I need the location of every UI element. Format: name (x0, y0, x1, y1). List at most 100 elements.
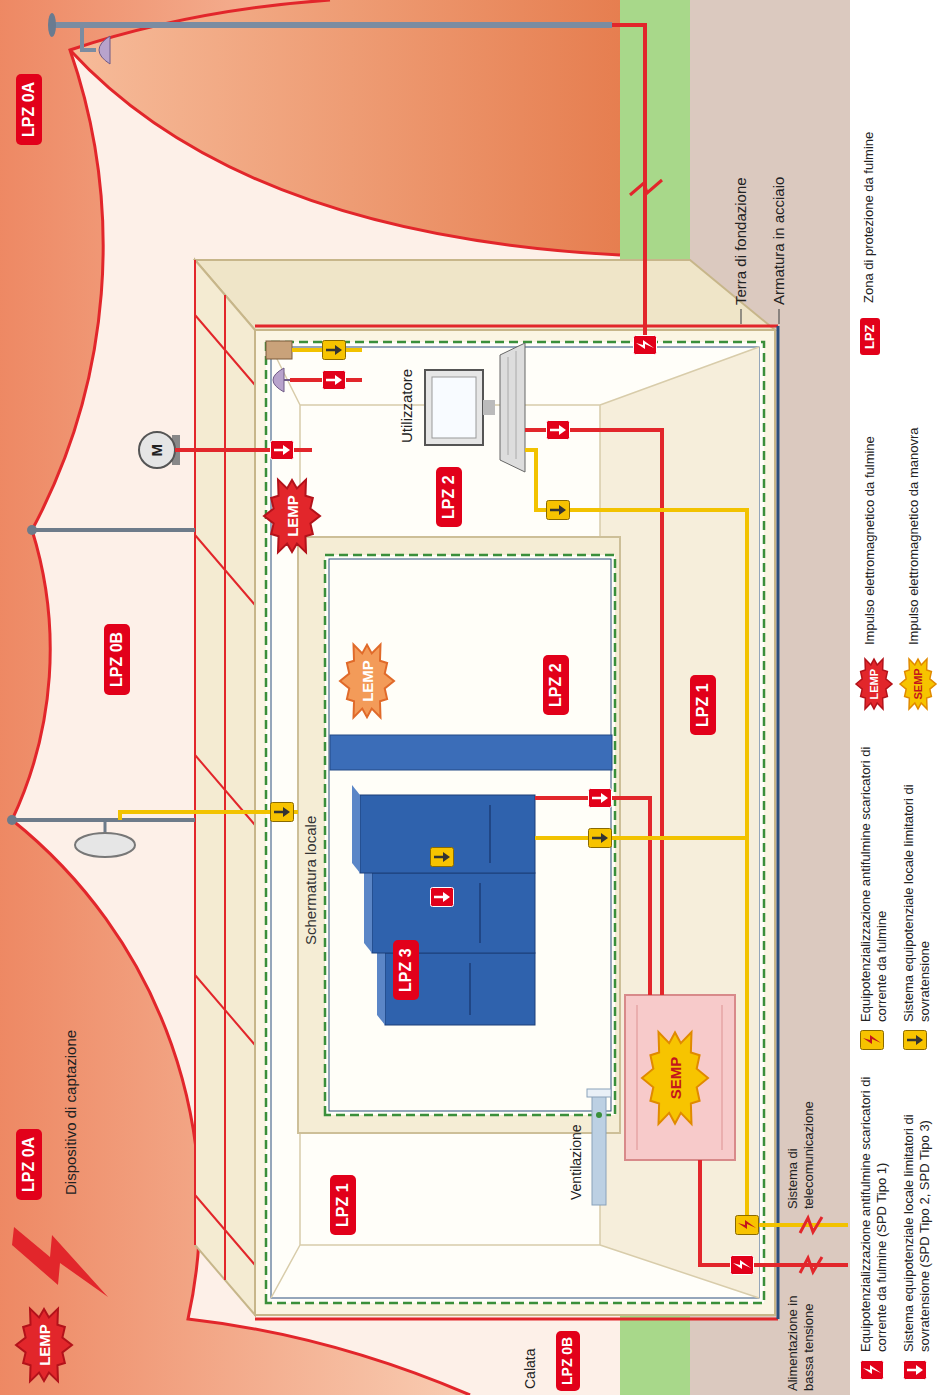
legend-spd-icon (903, 1360, 927, 1380)
surge-protective-devices (547, 501, 570, 520)
surge-protective-devices (271, 441, 294, 460)
legend-spd-icon (860, 1030, 884, 1050)
legend-spd-symbol (861, 1031, 884, 1050)
outdoor-devices (273, 368, 284, 392)
zone-label: LPZ 0A (20, 82, 37, 137)
zone-badge: LPZ 0A (16, 74, 42, 145)
impulse-label: LEMP (36, 1324, 53, 1366)
computer (508, 351, 516, 459)
local-shield (298, 537, 620, 1133)
local-shield-steel (329, 559, 611, 1111)
ventilation-grille (587, 1089, 611, 1097)
shield-room: Schermatura locale LEMP LPZ 3 LPZ 2 (298, 555, 615, 1115)
computer (483, 400, 495, 415)
legend-text: Impulso elettromagnetico da fulmine (862, 395, 878, 645)
zone-label: LPZ 2 (440, 475, 457, 519)
impulse-label: LEMP (359, 660, 376, 702)
air-termination (104, 820, 107, 833)
part-label: Calata (522, 1349, 539, 1389)
leader-line (741, 309, 779, 324)
outdoor-devices (99, 36, 110, 64)
surge-protective-devices (271, 336, 759, 1275)
cables (120, 25, 848, 1273)
ventilation (587, 1089, 611, 1205)
building-side (195, 260, 775, 330)
foundation-earth (777, 326, 780, 1319)
zone-label: LPZ 1 (334, 1183, 351, 1227)
lemp-star: LEMP (262, 472, 322, 560)
legend-spd-icon (903, 1030, 927, 1050)
legend-ground (850, 0, 945, 1395)
motor (139, 432, 180, 468)
equipment-rack (470, 805, 490, 1015)
legend-spd-symbol (904, 1031, 927, 1050)
equipment-rack (352, 785, 360, 873)
computer (500, 343, 525, 472)
zone-label: LPZ 0A (20, 1137, 37, 1192)
roof (195, 260, 255, 1315)
impulse-label: SEMP (667, 1057, 684, 1100)
legend-icon: LPZ (860, 318, 880, 355)
legend-text: Sistema equipotenziale locale limitatori… (901, 722, 932, 1022)
shield-heading: Schermatura locale (302, 816, 319, 945)
legend-icon-label: SEMP (912, 668, 925, 699)
part-label: Terra di fondazione (732, 177, 750, 305)
legend-icon (903, 1360, 927, 1380)
part-label: Dispositivo di captazione (62, 1030, 80, 1195)
pole-cable (612, 25, 645, 335)
floor (600, 347, 759, 1298)
part-label: Ventilazione (568, 1124, 585, 1200)
local-shield-wall (325, 555, 615, 1115)
zone-label: LPZ 3 (397, 948, 414, 992)
zone-badge: LPZ 2 (543, 655, 569, 715)
computer (425, 370, 483, 445)
part-label: Utilizzatore (398, 369, 416, 443)
bonding-point (596, 1112, 602, 1118)
equipment-rack (360, 795, 535, 873)
star-shape (340, 645, 394, 718)
room-perspective (271, 347, 759, 1298)
telecom-cable (525, 450, 848, 1225)
equipment-rack (364, 863, 372, 953)
surge-protective-devices (547, 421, 570, 440)
legend-icon (860, 1360, 884, 1380)
lemp-star: LEMP (14, 1301, 74, 1389)
outdoor-devices (48, 13, 612, 392)
legend-icon-label: LEMP (868, 669, 881, 700)
surge-protective-devices (589, 829, 612, 848)
legend-icon (903, 1030, 927, 1050)
zone-label: LPZ 0B (108, 632, 125, 687)
zone-badge: LPZ 0B (556, 1331, 580, 1391)
surge-symbol (630, 180, 822, 1273)
zone-label: LPZ 1 (694, 683, 711, 727)
legend-icon: LEMP (854, 653, 894, 715)
air-termination (75, 833, 135, 857)
legend-spd-symbol (904, 1361, 927, 1380)
zone-label: LPZ 0B (559, 1337, 575, 1385)
motor (139, 432, 175, 468)
legend-spd-symbol (861, 1361, 884, 1380)
power-cable (525, 430, 848, 1265)
outdoor-devices (284, 379, 290, 381)
computer (432, 377, 476, 438)
air-termination (27, 525, 37, 535)
surge-protective-devices (731, 1256, 754, 1275)
impulse-label: LEMP (284, 495, 301, 537)
star-shape (16, 1309, 72, 1382)
legend-text: Equipotenzializzazione antifulmine scari… (858, 722, 889, 1022)
building (195, 260, 778, 1319)
legend-text: Equipotenzializzazione antifulmine scari… (858, 1052, 889, 1352)
zone-badge: LPZ 2 (436, 467, 462, 527)
air-termination (7, 815, 17, 825)
equipment-rack (330, 735, 612, 1025)
legend-text: Zona di protezione da fulmine (861, 43, 877, 303)
surge-protective-devices (589, 789, 612, 808)
lemp-star: LEMP (338, 637, 396, 725)
surge-protective-devices (323, 371, 346, 390)
zone-0a-ground-shading (70, 0, 620, 255)
surge-protective-devices (634, 336, 657, 355)
star-shape (642, 1032, 708, 1124)
ventilation-duct (592, 1093, 606, 1205)
surge-protective-devices (271, 803, 294, 822)
